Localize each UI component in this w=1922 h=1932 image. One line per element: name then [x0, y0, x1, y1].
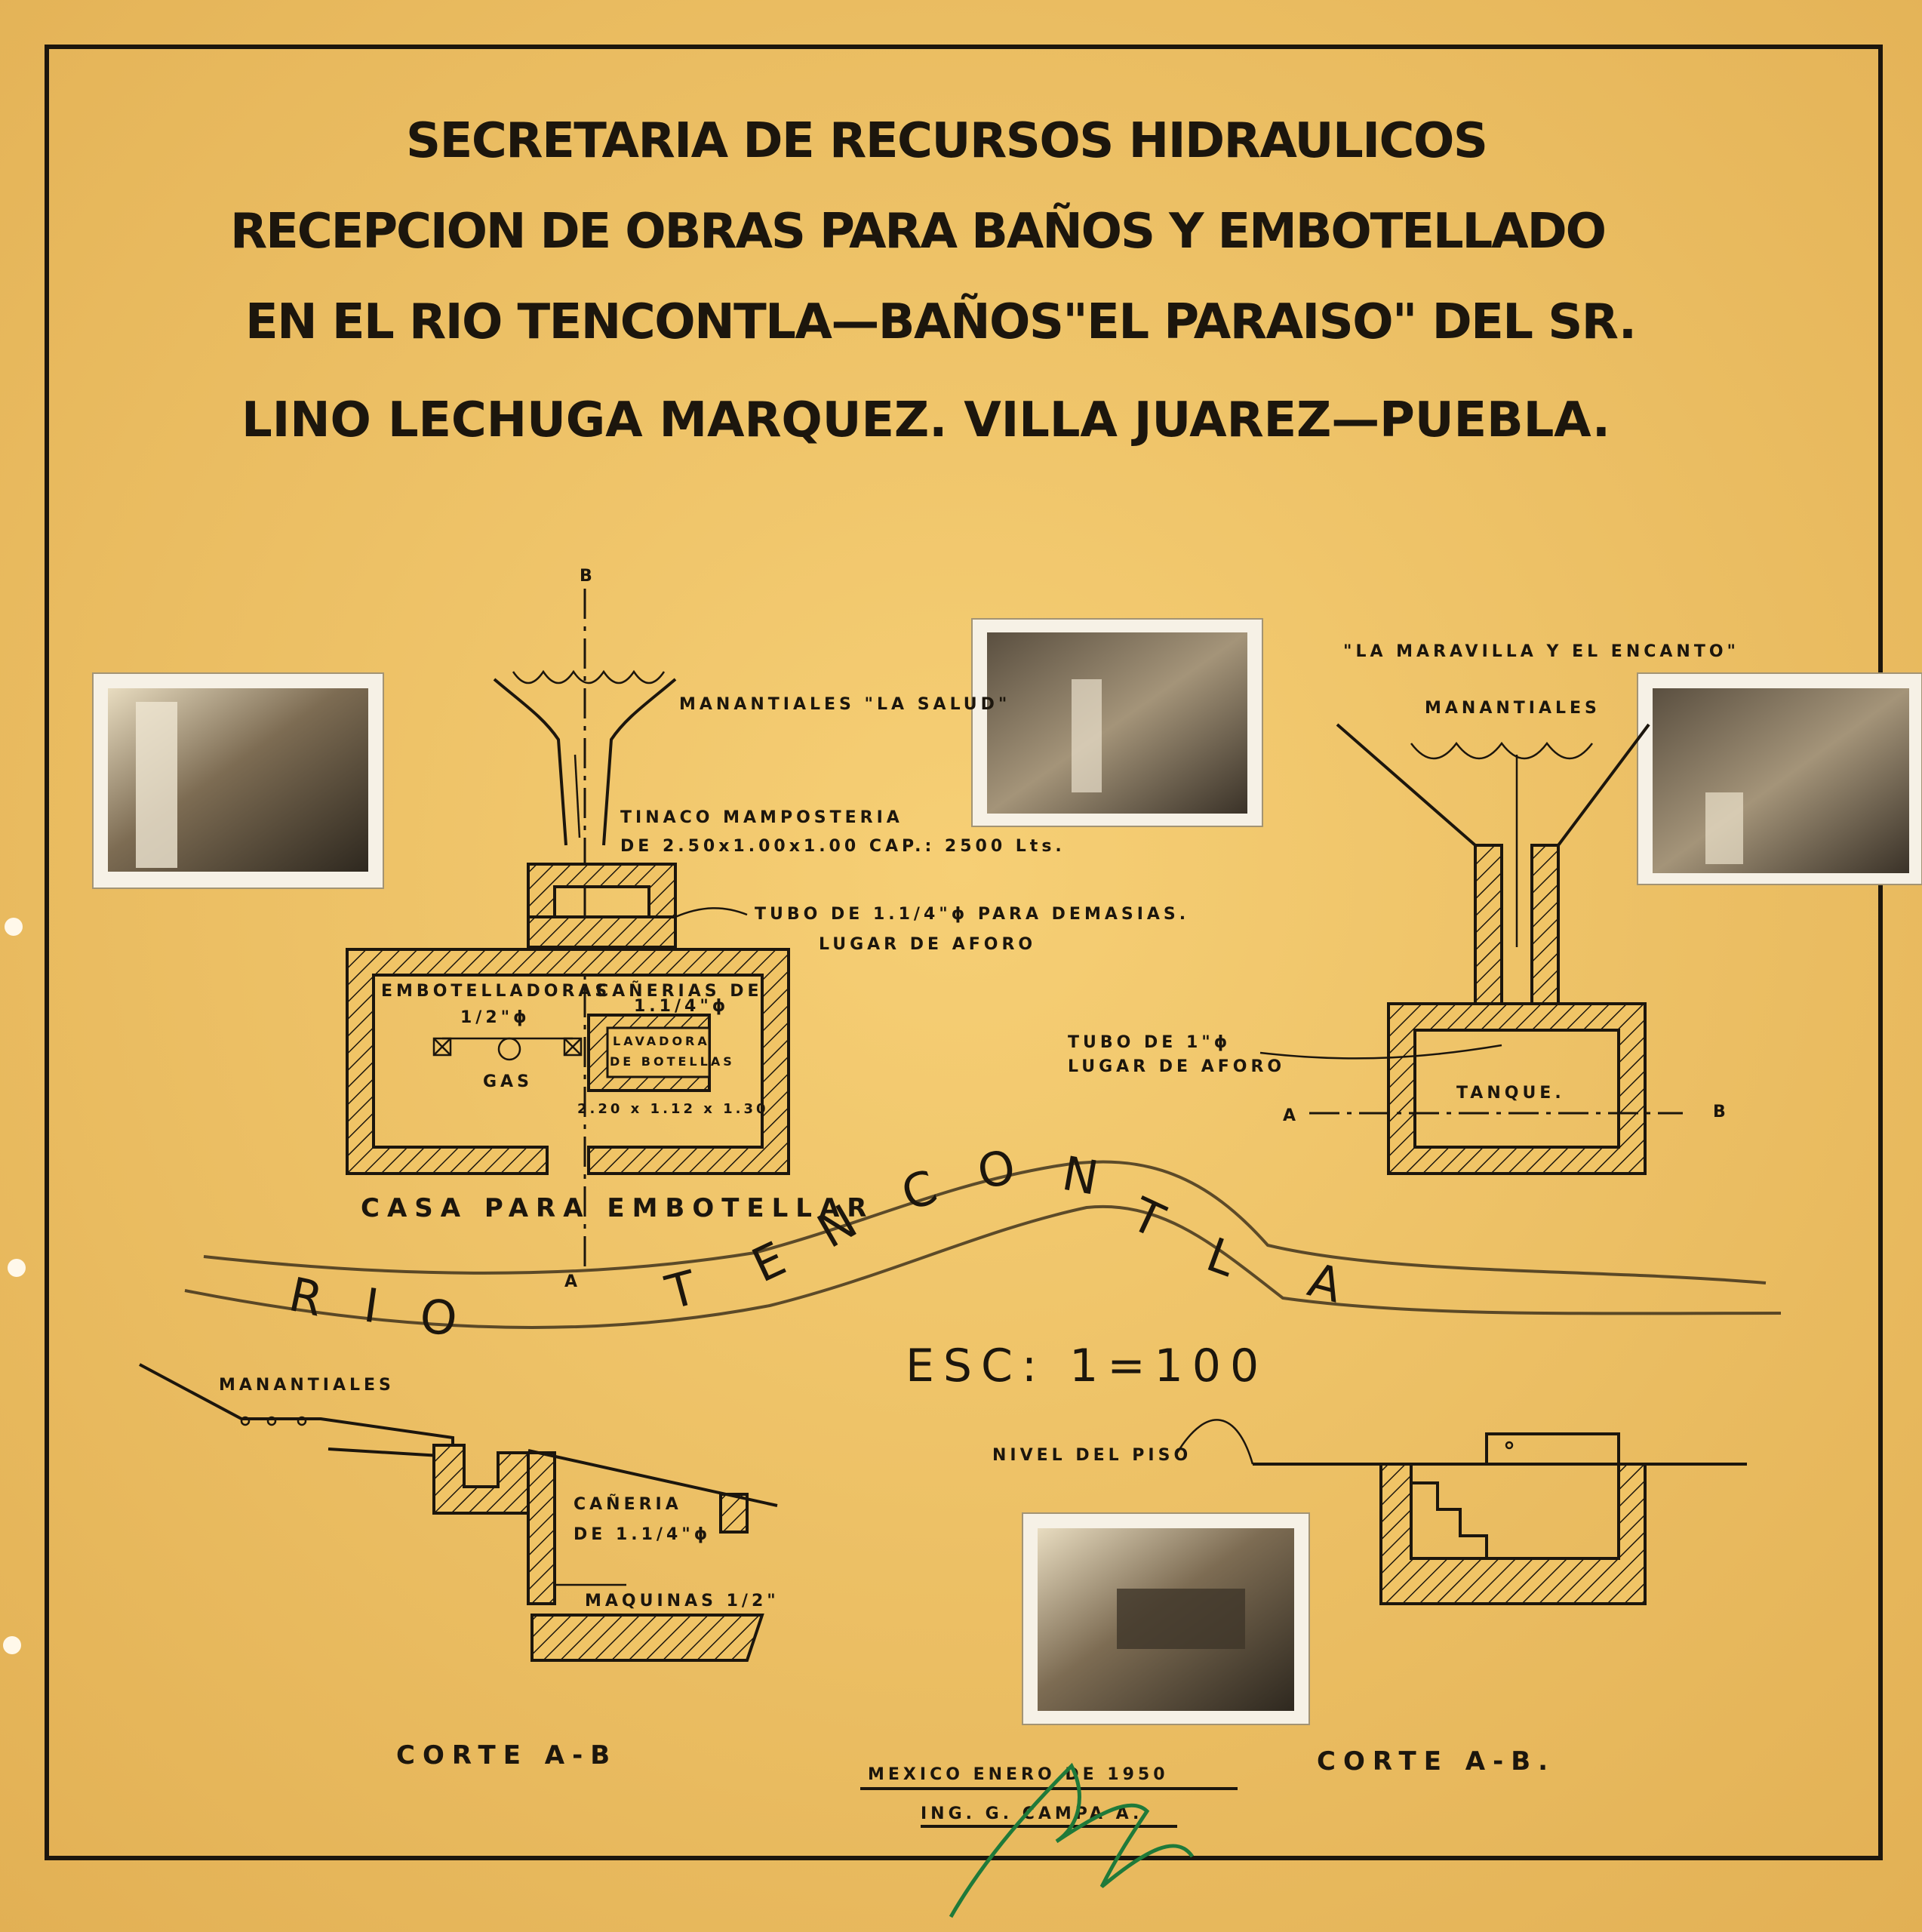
gas-label: GAS	[483, 1072, 533, 1091]
pipe-wall	[527, 1451, 556, 1605]
punch-hole	[3, 1636, 21, 1654]
springs-la-salud-label: MANANTIALES "LA SALUD"	[679, 695, 1010, 714]
tank-cover	[1485, 1432, 1620, 1466]
washer-label-1: LAVADORA	[613, 1034, 710, 1048]
tank-label-2: DE 2.50x1.00x1.00 CAP.: 2500 Lts.	[620, 837, 1066, 856]
bottling-house-caption: CASA PARA EMBOTELLAR	[361, 1193, 874, 1223]
pool-section-walls	[1379, 1463, 1647, 1605]
punch-hole	[5, 918, 23, 936]
title-line-4: LINO LECHUGA MARQUEZ. VILLA JUAREZ—PUEBL…	[241, 392, 1615, 448]
overflow-label-2: LUGAR DE AFORO	[819, 935, 1036, 954]
pipe-label-1: TUBO DE 1"ϕ	[1068, 1033, 1231, 1052]
overflow-label-1: TUBO DE 1.1/4"ϕ PARA DEMASIAS.	[755, 905, 1189, 924]
sheet-border	[45, 45, 1883, 1860]
title-line-1: SECRETARIA DE RECURSOS HIDRAULICOS	[406, 113, 1493, 169]
spring-outlets	[1410, 741, 1593, 760]
tank-label-1: TINACO MAMPOSTERIA	[620, 808, 903, 827]
river-tencontla: R I O T E N C O N T L A	[184, 1139, 1782, 1346]
bottlers-label: EMBOTELLADORAS	[381, 982, 610, 1001]
photo-worker-at-spring	[92, 672, 384, 889]
section-marker-a: A	[1283, 1106, 1299, 1125]
section-marker-b: B	[580, 567, 596, 586]
springs-name-label: "LA MARAVILLA Y EL ENCANTO"	[1343, 642, 1739, 661]
left-plan-drawing: B MANANTIALES "LA SALUD" TINACO MAMPOSTE…	[346, 567, 1189, 1291]
tank-label: TANQUE.	[1456, 1084, 1565, 1103]
half-inch-label: 1/2"ϕ	[460, 1008, 530, 1027]
channel-section	[432, 1444, 530, 1515]
roof-line	[527, 1449, 778, 1507]
place-date: MEXICO ENERO DE 1950	[868, 1765, 1169, 1784]
left-section-drawing: MANANTIALES CAÑERIA DE 1.1/4"ϕ MAQUINAS …	[139, 1363, 780, 1770]
pipe-label-1: CAÑERIA	[574, 1494, 682, 1514]
section-marker-b: B	[1713, 1103, 1730, 1121]
floor-slab	[530, 1614, 764, 1662]
signature	[949, 1762, 1195, 1918]
springs-label: MANANTIALES	[1425, 699, 1601, 718]
spring-outlets	[512, 669, 666, 685]
right-section-caption: CORTE A-B.	[1317, 1746, 1555, 1777]
photo-pool-basin	[1022, 1512, 1310, 1725]
scale-label: ESC: 1=100	[906, 1340, 1268, 1392]
spring-funnel	[493, 678, 677, 846]
springs-label: MANANTIALES	[219, 1376, 395, 1395]
pool-steps	[1411, 1481, 1488, 1558]
river-letter: O	[418, 1288, 460, 1346]
left-section-caption: CORTE A-B	[396, 1740, 617, 1770]
tank-walls	[1387, 1002, 1647, 1175]
title-line-3: EN EL RIO TENCONTLA—BAÑOS"EL PARAISO" DE…	[245, 293, 1641, 350]
punch-hole	[8, 1259, 26, 1277]
machines-label: MAQUINAS 1/2"	[585, 1592, 780, 1611]
floor-level-label: NIVEL DEL PISO	[992, 1446, 1192, 1465]
right-plan-drawing: "LA MARAVILLA Y EL ENCANTO" MANANTIALES …	[1068, 642, 1739, 1175]
section-marker-a: A	[564, 1272, 581, 1291]
tank-base	[527, 915, 677, 949]
wall-stub	[719, 1493, 749, 1534]
channel-wall-right	[1530, 844, 1560, 1005]
right-section-drawing: NIVEL DEL PISO CORTE A-B.	[992, 1419, 1747, 1777]
pipes-label-2: 1.1/4"ϕ	[634, 997, 729, 1016]
ground-slope	[139, 1363, 454, 1459]
washer-dimensions: 2.20 x 1.12 x 1.30	[577, 1101, 769, 1117]
photo-tank-construction	[971, 618, 1263, 827]
washer-label-2: DE BOTELLAS	[610, 1054, 735, 1069]
pipe-label-2: LUGAR DE AFORO	[1068, 1057, 1285, 1076]
pipes-label-1: CAÑERIAS DE	[596, 981, 763, 1001]
title-block: SECRETARIA DE RECURSOS HIDRAULICOS RECEP…	[230, 113, 1641, 448]
photo-man-at-channel	[1637, 672, 1922, 885]
channel-wall-left	[1474, 844, 1503, 1005]
footer-block: MEXICO ENERO DE 1950 ING. G. CAMPA A.	[860, 1762, 1238, 1918]
bottling-house-walls	[346, 948, 790, 1175]
title-line-2: RECEPCION DE OBRAS PARA BAÑOS Y EMBOTELL…	[230, 202, 1611, 260]
pipe-label-2: DE 1.1/4"ϕ	[574, 1525, 711, 1544]
